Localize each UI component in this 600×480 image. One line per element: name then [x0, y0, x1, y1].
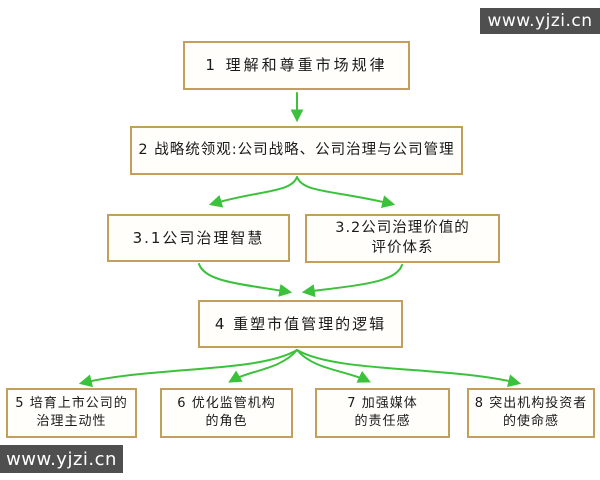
- node-6-label-line1: 6 优化监管机构: [177, 396, 276, 412]
- node-8-box: 8 突出机构投资者 的使命感: [467, 388, 595, 438]
- node-5-label-line2: 治理主动性: [36, 414, 107, 429]
- watermark-top-right-text: www.yjzi.cn: [487, 11, 593, 31]
- node-1-box: 1 理解和尊重市场规律: [183, 41, 410, 90]
- edge-4-8-arrow: [296, 349, 522, 388]
- edge-4-7-arrow: [296, 349, 371, 383]
- node-6-box: 6 优化监管机构 的角色: [160, 388, 293, 438]
- node-3-1-box: 3.1公司治理智慧: [107, 214, 290, 262]
- watermark-bottom-left-text: www.yjzi.cn: [6, 448, 117, 470]
- edge-2-31-arrow: [208, 176, 298, 208]
- watermark-top-right: www.yjzi.cn: [480, 8, 600, 34]
- node-7-label-line2: 的责任感: [354, 414, 411, 429]
- node-5-box: 5 培育上市公司的 治理主动性: [6, 388, 137, 438]
- node-4-label: 4 重塑市值管理的逻辑: [214, 314, 387, 333]
- node-3-1-label: 3.1公司治理智慧: [132, 228, 265, 247]
- node-5-label-line1: 5 培育上市公司的: [15, 396, 128, 412]
- node-4-box: 4 重塑市值管理的逻辑: [198, 300, 403, 348]
- node-3-2-box: 3.2公司治理价值的 评价体系: [305, 214, 500, 263]
- watermark-bottom-left: www.yjzi.cn: [0, 445, 123, 473]
- edge-4-5-arrow: [78, 349, 298, 388]
- node-6-label-line2: 的角色: [205, 414, 248, 429]
- node-1-label: 1 理解和尊重市场规律: [205, 56, 388, 75]
- node-7-label-line1: 7 加强媒体: [347, 396, 418, 412]
- edge-32-4-arrow: [301, 264, 403, 298]
- node-2-box: 2 战略统领观:公司战略、公司治理与公司管理: [130, 126, 463, 175]
- edge-4-6-arrow: [228, 349, 298, 383]
- node-7-box: 7 加强媒体 的责任感: [315, 388, 450, 438]
- node-3-2-label-line2: 评价体系: [371, 239, 434, 256]
- edge-2-32-arrow: [296, 176, 396, 209]
- node-2-label: 2 战略统领观:公司战略、公司治理与公司管理: [138, 141, 455, 158]
- node-8-label-line1: 8 突出机构投资者: [474, 396, 588, 412]
- node-8-label-line2: 的使命感: [502, 414, 559, 429]
- node-3-2-label-line1: 3.2公司治理价值的: [335, 219, 470, 236]
- edge-31-4-arrow: [198, 263, 293, 297]
